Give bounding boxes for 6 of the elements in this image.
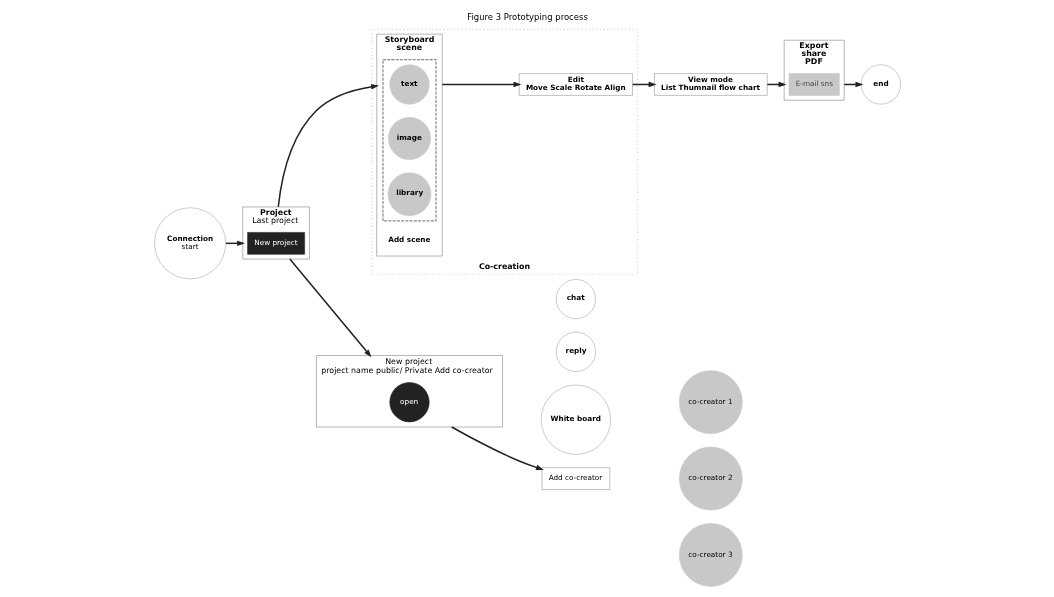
diagram-title: Figure 3 Prototyping process — [466, 11, 588, 22]
arrow — [288, 258, 371, 358]
arrow — [440, 81, 521, 88]
arrow — [450, 426, 544, 471]
arrow — [277, 83, 379, 208]
cluster — [381, 59, 437, 222]
